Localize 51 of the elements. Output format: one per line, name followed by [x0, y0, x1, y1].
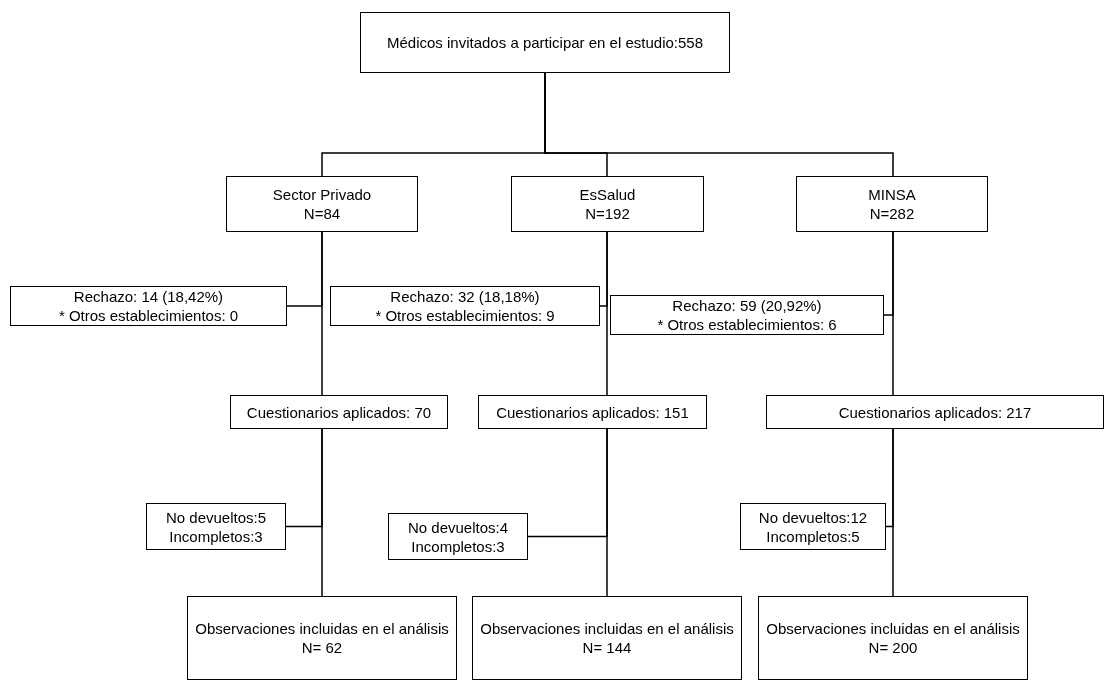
box-text: N= 200 — [868, 638, 918, 657]
process-box — [187, 596, 457, 680]
box-text: EsSalud — [579, 185, 636, 204]
box-text: N=84 — [303, 204, 341, 223]
box-text: Rechazo: 14 (18,42%) — [73, 287, 224, 306]
process-box — [758, 596, 1028, 680]
box-text: N=192 — [585, 204, 630, 223]
connector-line — [892, 231, 894, 396]
box-text: * Otros establecimientos: 0 — [58, 306, 239, 325]
box-text: No devueltos:4 — [407, 517, 509, 537]
box-text: Incompletos:5 — [766, 526, 860, 546]
process-box — [360, 12, 730, 73]
exclusion-box — [610, 295, 884, 335]
box-text: Observaciones incluidas en el análisis — [480, 619, 734, 638]
connector-line — [606, 428, 608, 597]
process-box — [230, 395, 448, 429]
connector-line — [321, 231, 323, 396]
box-text: Médicos invitados a participar en el estudio:558 — [387, 33, 703, 52]
process-box — [478, 395, 707, 429]
box-text: N=282 — [869, 204, 915, 223]
process-box — [796, 176, 988, 232]
process-box — [511, 176, 704, 232]
box-text: Incompletos:3 — [169, 526, 263, 546]
box-text: Cuestionarios aplicados: 217 — [838, 402, 1032, 422]
box-text: Cuestionarios aplicados: 151 — [496, 402, 689, 422]
box-text: Cuestionarios aplicados: 70 — [246, 402, 432, 422]
connector-line — [606, 231, 608, 396]
box-text: Incompletos:3 — [411, 536, 505, 556]
connector-line — [892, 428, 894, 597]
box-text: Observaciones incluidas en el análisis — [766, 619, 1020, 638]
box-text: N= 62 — [301, 638, 343, 657]
box-text: * Otros establecimientos: 6 — [657, 315, 837, 334]
box-text: N= 144 — [582, 638, 632, 657]
connector-line — [544, 72, 894, 177]
connector-line — [321, 428, 323, 597]
box-text: Rechazo: 59 (20,92%) — [672, 296, 822, 315]
process-box — [226, 176, 418, 232]
process-box — [766, 395, 1104, 429]
box-text: * Otros establecimientos: 9 — [375, 306, 555, 325]
process-box — [472, 596, 742, 680]
exclusion-box — [388, 513, 528, 560]
box-text: Sector Privado — [272, 185, 372, 204]
box-text: MINSA — [868, 185, 916, 204]
box-text: No devueltos:12 — [758, 507, 868, 527]
box-text: No devueltos:5 — [165, 507, 267, 527]
box-text: Rechazo: 32 (18,18%) — [390, 287, 540, 306]
exclusion-box — [146, 503, 286, 550]
exclusion-box — [10, 286, 287, 326]
exclusion-box — [740, 503, 886, 550]
exclusion-box — [330, 286, 600, 326]
box-text: Observaciones incluidas en el análisis — [195, 619, 449, 638]
